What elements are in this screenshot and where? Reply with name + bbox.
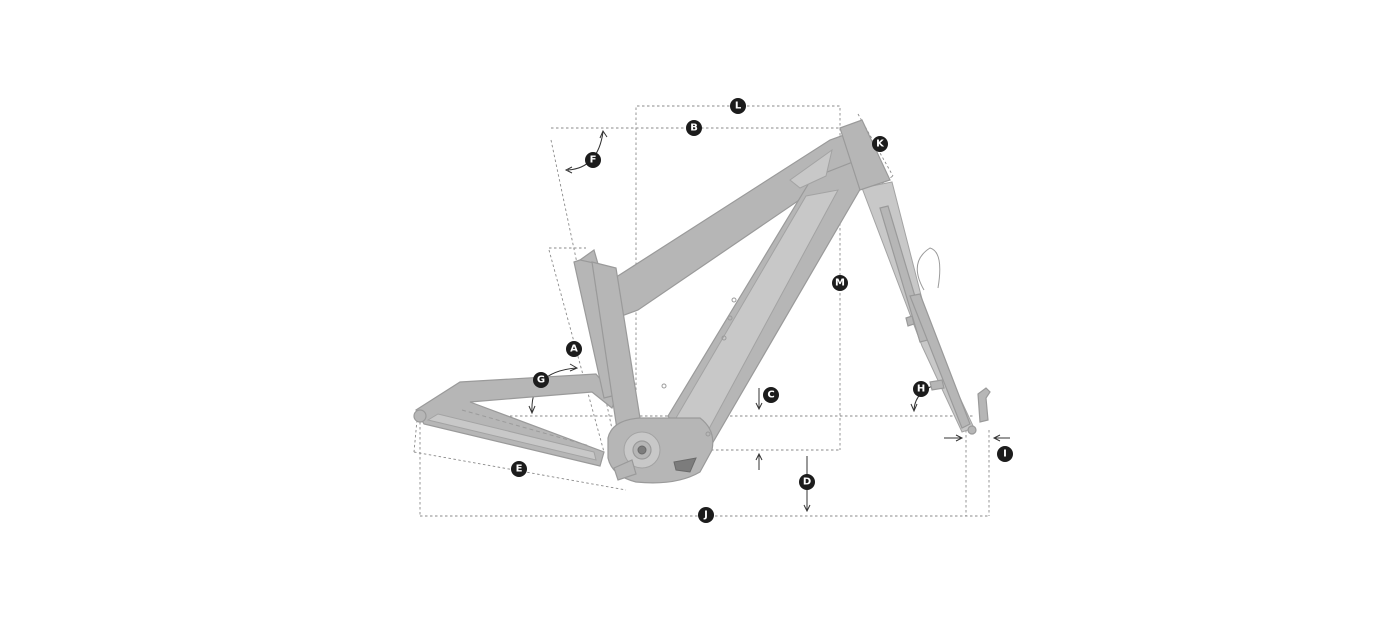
rear-triangle <box>413 249 621 467</box>
label-j: J <box>698 507 714 523</box>
label-c-text: C <box>767 390 774 401</box>
label-h-text: H <box>917 384 925 395</box>
label-g-text: G <box>537 375 545 386</box>
label-f: F <box>585 152 601 168</box>
label-k-text: K <box>876 139 885 150</box>
label-g: G <box>533 372 549 388</box>
frame-drawing <box>413 119 991 484</box>
dimension-arrows <box>528 129 1010 513</box>
label-b-text: B <box>690 123 698 134</box>
label-b: B <box>686 120 702 136</box>
main-frame <box>591 119 891 484</box>
label-k: K <box>872 136 888 152</box>
label-e-text: E <box>516 464 523 475</box>
label-l-text: L <box>735 101 742 112</box>
label-a-text: A <box>570 344 578 355</box>
label-l: L <box>730 98 746 114</box>
label-f-text: F <box>590 155 597 166</box>
label-d-text: D <box>803 477 811 488</box>
label-e: E <box>511 461 527 477</box>
label-m: M <box>832 275 848 291</box>
label-a: A <box>566 341 582 357</box>
label-j-text: J <box>703 510 708 521</box>
fork <box>861 181 991 435</box>
label-c: C <box>763 387 779 403</box>
label-h: H <box>913 381 929 397</box>
label-i: I <box>997 446 1013 462</box>
label-i-text: I <box>1003 449 1007 460</box>
label-m-text: M <box>835 278 845 289</box>
label-d: D <box>799 474 815 490</box>
